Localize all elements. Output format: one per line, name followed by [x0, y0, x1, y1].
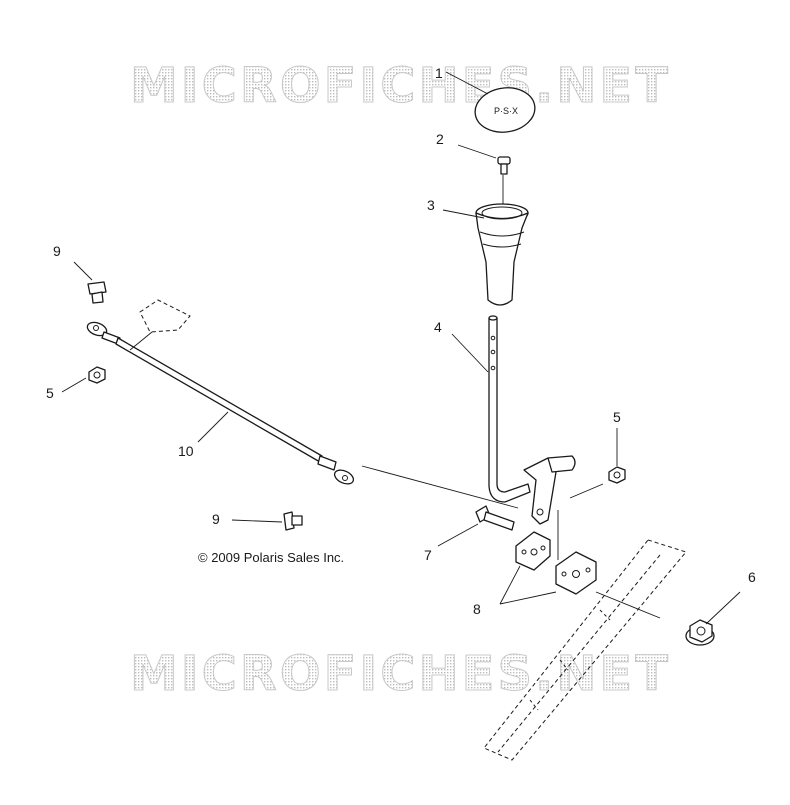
callout-8: 8 [473, 601, 481, 617]
callout-2: 2 [436, 131, 444, 147]
knob-emblem: P·S·X [494, 106, 518, 116]
callout-9-middle: 9 [212, 511, 220, 527]
nut-right [608, 466, 626, 484]
bushing-right [555, 551, 597, 595]
callout-4: 4 [434, 319, 442, 335]
callout-3: 3 [427, 197, 435, 213]
nut-left [88, 366, 106, 384]
frame-bracket [483, 539, 687, 761]
watermark-top: MICROFICHES.NET [130, 58, 671, 114]
bolt-short-top [87, 281, 107, 304]
shift-knob [475, 203, 529, 306]
callout-1: 1 [435, 65, 443, 81]
bolt-long [475, 505, 515, 531]
leader-lines [61, 71, 741, 625]
callout-6: 6 [748, 569, 756, 585]
shift-lever [488, 315, 576, 525]
callout-7: 7 [424, 547, 432, 563]
callout-9-top: 9 [53, 243, 61, 259]
bolt-short-middle [283, 511, 303, 531]
watermark-bottom: MICROFICHES.NET [130, 646, 671, 702]
link-bracket [139, 299, 191, 333]
knob-cap: P·S·X [474, 87, 536, 133]
bushing-left [515, 531, 551, 571]
flange-nut [685, 619, 715, 646]
screw-small [497, 156, 511, 175]
callout-5-right: 5 [613, 409, 621, 425]
callout-5-left: 5 [46, 385, 54, 401]
linkage-rod [86, 321, 355, 485]
copyright-notice: © 2009 Polaris Sales Inc. [198, 550, 344, 565]
callout-10: 10 [178, 443, 194, 459]
